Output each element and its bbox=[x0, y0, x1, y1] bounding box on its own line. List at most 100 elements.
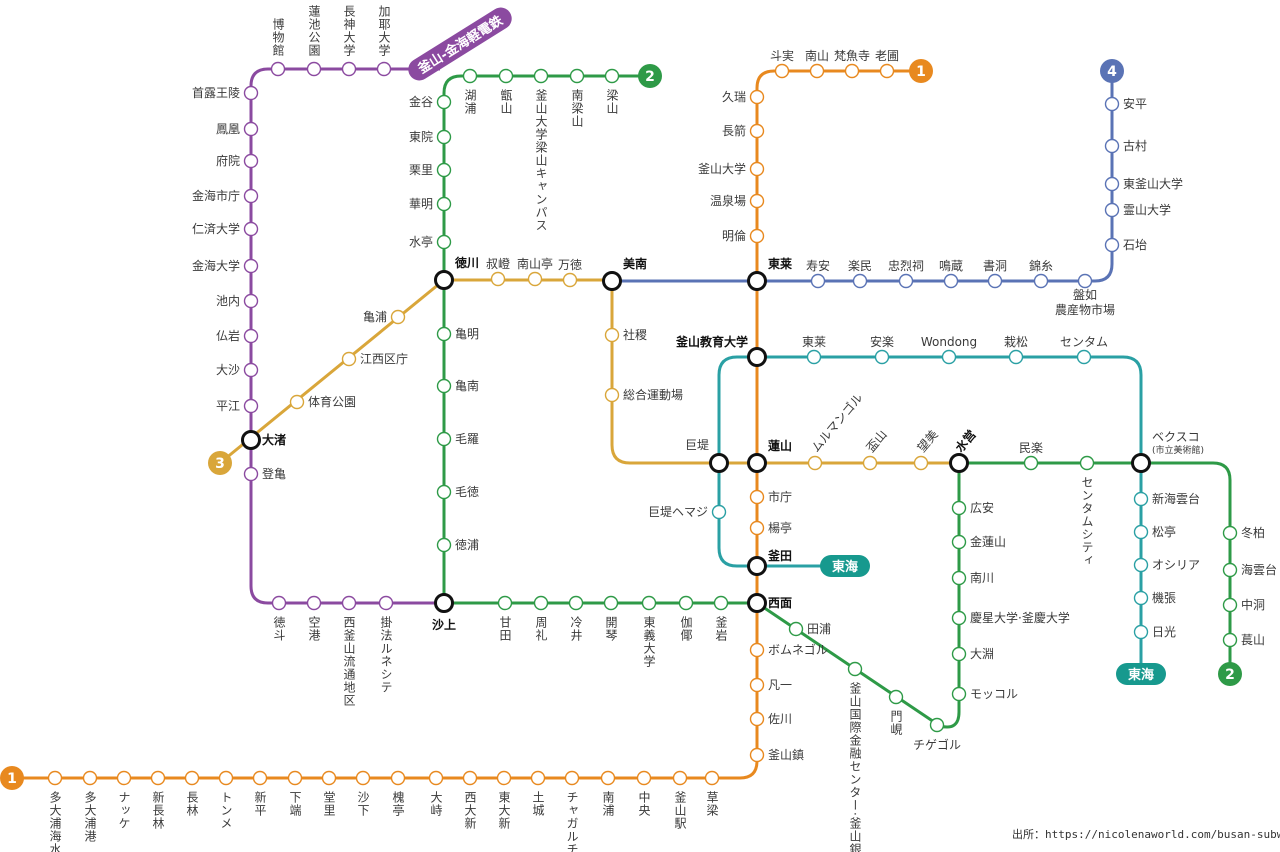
station-marker[interactable] bbox=[1008, 349, 1024, 365]
station-line3[interactable] bbox=[604, 327, 620, 343]
station-marker[interactable] bbox=[390, 309, 406, 325]
station-line1[interactable] bbox=[47, 770, 63, 786]
station-line4[interactable] bbox=[1104, 96, 1120, 112]
station-marker[interactable] bbox=[436, 484, 452, 500]
station-donghae[interactable] bbox=[941, 349, 957, 365]
station-donghae[interactable] bbox=[1133, 491, 1149, 507]
transfer-station-marker[interactable] bbox=[747, 453, 767, 473]
station-marker[interactable] bbox=[436, 326, 452, 342]
station-line2[interactable] bbox=[1222, 632, 1238, 648]
station-line2[interactable] bbox=[1222, 597, 1238, 613]
station-line1[interactable] bbox=[252, 770, 268, 786]
station-line2[interactable] bbox=[462, 68, 478, 84]
station-line4[interactable] bbox=[1104, 202, 1120, 218]
station-marker[interactable] bbox=[1104, 202, 1120, 218]
station-gimhae[interactable] bbox=[243, 85, 259, 101]
station-marker[interactable] bbox=[341, 61, 357, 77]
station-gimhae[interactable] bbox=[306, 61, 322, 77]
station-line1[interactable] bbox=[844, 63, 860, 79]
station-gimhae[interactable] bbox=[378, 595, 394, 611]
line-badge[interactable]: 3 bbox=[208, 451, 232, 475]
station-donghae[interactable] bbox=[806, 349, 822, 365]
station-marker[interactable] bbox=[497, 595, 513, 611]
station-gimhae[interactable] bbox=[243, 221, 259, 237]
station-marker[interactable] bbox=[428, 770, 444, 786]
line-badge[interactable]: 東海 bbox=[820, 555, 870, 577]
station-gimhae[interactable] bbox=[243, 258, 259, 274]
station-line1[interactable] bbox=[749, 747, 765, 763]
line-badge[interactable]: 釜山-金海軽電鉄 bbox=[404, 3, 516, 84]
station-marker[interactable] bbox=[562, 272, 578, 288]
line-badge[interactable]: 1 bbox=[0, 766, 24, 790]
station-line1[interactable] bbox=[749, 642, 765, 658]
station-line4[interactable] bbox=[943, 273, 959, 289]
transfer-station-marker[interactable] bbox=[747, 347, 767, 367]
transfer-station-marker[interactable] bbox=[949, 453, 969, 473]
station-gimhae[interactable] bbox=[270, 61, 286, 77]
station-marker[interactable] bbox=[809, 63, 825, 79]
station-line1[interactable] bbox=[564, 770, 580, 786]
station-marker[interactable] bbox=[929, 717, 945, 733]
station-marker[interactable] bbox=[287, 770, 303, 786]
station-marker[interactable] bbox=[341, 351, 357, 367]
station-marker[interactable] bbox=[527, 271, 543, 287]
station-line1[interactable] bbox=[355, 770, 371, 786]
station-line3[interactable] bbox=[562, 272, 578, 288]
station-marker[interactable] bbox=[749, 228, 765, 244]
station-marker[interactable] bbox=[1079, 455, 1095, 471]
station-line2[interactable] bbox=[847, 661, 863, 677]
station-marker[interactable] bbox=[218, 770, 234, 786]
transfer-station-marker[interactable] bbox=[241, 430, 261, 450]
station-line2[interactable] bbox=[1222, 562, 1238, 578]
station-marker[interactable] bbox=[672, 770, 688, 786]
station-line3[interactable] bbox=[604, 387, 620, 403]
station-marker[interactable] bbox=[533, 595, 549, 611]
station-marker[interactable] bbox=[879, 63, 895, 79]
station-line1[interactable] bbox=[428, 770, 444, 786]
station-marker[interactable] bbox=[530, 770, 546, 786]
station-line3[interactable] bbox=[289, 394, 305, 410]
station-line1[interactable] bbox=[749, 193, 765, 209]
station-marker[interactable] bbox=[436, 537, 452, 553]
station-marker[interactable] bbox=[704, 770, 720, 786]
station-marker[interactable] bbox=[604, 327, 620, 343]
station-line1[interactable] bbox=[672, 770, 688, 786]
station-marker[interactable] bbox=[1222, 562, 1238, 578]
station-marker[interactable] bbox=[951, 570, 967, 586]
station-line2[interactable] bbox=[497, 595, 513, 611]
station-line1[interactable] bbox=[218, 770, 234, 786]
station-marker[interactable] bbox=[436, 378, 452, 394]
station-line1[interactable] bbox=[600, 770, 616, 786]
station-line2[interactable] bbox=[436, 162, 452, 178]
station-donghae[interactable] bbox=[1133, 524, 1149, 540]
station-marker[interactable] bbox=[943, 273, 959, 289]
line-badge[interactable]: 1 bbox=[909, 59, 933, 83]
station-line2[interactable] bbox=[951, 570, 967, 586]
station-line1[interactable] bbox=[82, 770, 98, 786]
station-marker[interactable] bbox=[1133, 590, 1149, 606]
station-marker[interactable] bbox=[1222, 597, 1238, 613]
station-line2[interactable] bbox=[436, 94, 452, 110]
station-line2[interactable] bbox=[1079, 455, 1095, 471]
station-line2[interactable] bbox=[436, 129, 452, 145]
station-marker[interactable] bbox=[564, 770, 580, 786]
station-line2[interactable] bbox=[533, 68, 549, 84]
station-donghae[interactable] bbox=[874, 349, 890, 365]
station-donghae[interactable] bbox=[711, 504, 727, 520]
station-line2[interactable] bbox=[951, 500, 967, 516]
station-line1[interactable] bbox=[809, 63, 825, 79]
station-marker[interactable] bbox=[600, 770, 616, 786]
station-marker[interactable] bbox=[749, 747, 765, 763]
station-marker[interactable] bbox=[184, 770, 200, 786]
station-gimhae[interactable] bbox=[243, 121, 259, 137]
station-line2[interactable] bbox=[436, 326, 452, 342]
station-marker[interactable] bbox=[252, 770, 268, 786]
station-marker[interactable] bbox=[1133, 491, 1149, 507]
station-gimhae[interactable] bbox=[271, 595, 287, 611]
station-marker[interactable] bbox=[436, 94, 452, 110]
station-marker[interactable] bbox=[243, 121, 259, 137]
station-marker[interactable] bbox=[243, 153, 259, 169]
station-marker[interactable] bbox=[462, 770, 478, 786]
station-line1[interactable] bbox=[749, 228, 765, 244]
station-marker[interactable] bbox=[569, 68, 585, 84]
